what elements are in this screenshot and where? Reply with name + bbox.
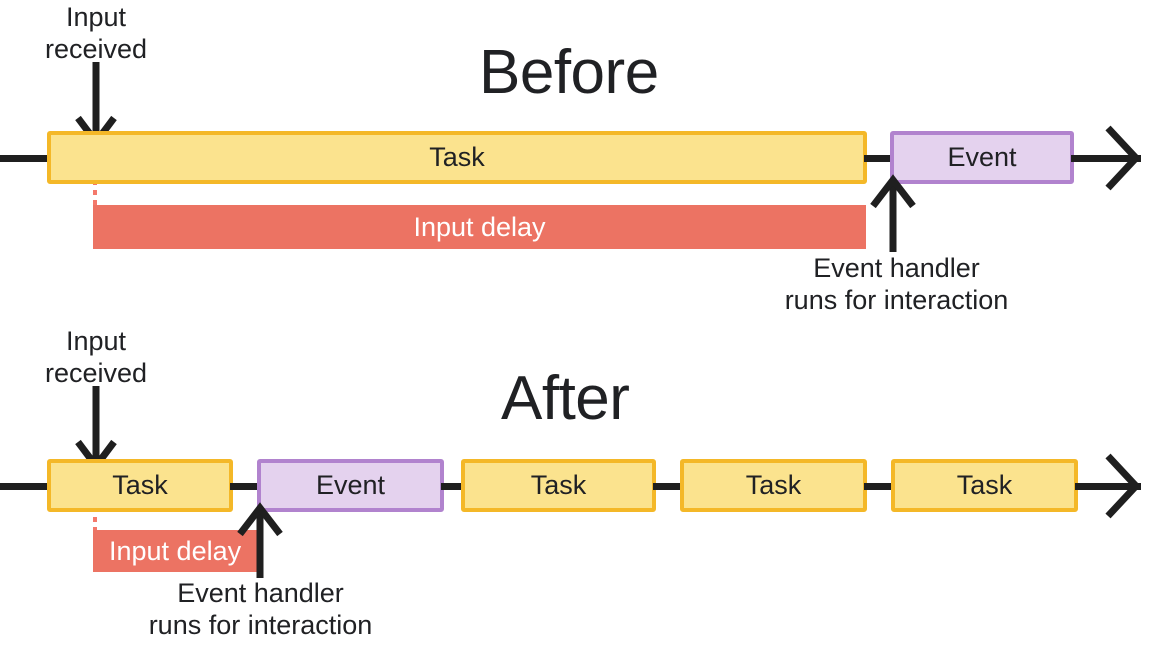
after-rail-4 xyxy=(864,483,894,490)
before-event-handler-arrow-icon xyxy=(870,174,916,252)
before-event-handler-label: Event handler runs for interaction xyxy=(784,253,1009,315)
after-timeline-arrow-icon xyxy=(1105,453,1141,519)
after-title: After xyxy=(501,364,630,433)
after-event-block[interactable]: Event xyxy=(257,459,444,512)
after-task-block-4[interactable]: Task xyxy=(891,459,1078,512)
before-event-label: Event xyxy=(947,142,1017,172)
after-event-handler-label: Event handler runs for interaction xyxy=(148,578,373,640)
after-task-label-1: Task xyxy=(112,470,168,500)
before-section: Input received Before Task Event Input xyxy=(0,0,1155,320)
before-timeline-arrow-icon xyxy=(1105,125,1141,191)
before-rail-right xyxy=(1071,155,1141,162)
before-input-guide xyxy=(93,184,97,206)
before-title: Before xyxy=(479,38,659,107)
before-event-block[interactable]: Event xyxy=(890,131,1074,184)
after-input-received-label: Input received xyxy=(44,326,148,388)
after-input-delay-bar[interactable]: Input delay xyxy=(93,530,257,572)
after-input-delay-label: Input delay xyxy=(109,535,242,566)
before-task-block[interactable]: Task xyxy=(47,131,867,184)
after-task-block-3[interactable]: Task xyxy=(680,459,867,512)
after-rail-2 xyxy=(441,483,465,490)
after-task-block-1[interactable]: Task xyxy=(47,459,233,512)
after-event-label: Event xyxy=(315,470,386,500)
after-input-guide xyxy=(93,512,97,532)
after-task-label-4: Task xyxy=(956,470,1013,500)
after-rail-1 xyxy=(230,483,260,490)
after-rail-right xyxy=(1075,483,1141,490)
after-task-label-2: Task xyxy=(530,470,587,500)
after-rail-3 xyxy=(653,483,683,490)
before-input-delay-bar[interactable]: Input delay xyxy=(93,205,866,249)
after-event-handler-arrow-icon xyxy=(237,502,283,578)
after-task-label-3: Task xyxy=(745,470,802,500)
before-task-label: Task xyxy=(429,142,485,172)
after-rail-left xyxy=(0,483,50,490)
before-input-received-label: Input received xyxy=(44,2,148,64)
before-rail-mid xyxy=(864,155,894,162)
before-input-delay-label: Input delay xyxy=(413,211,546,242)
after-section: Input received After Task Event Task Tas… xyxy=(0,326,1155,647)
before-rail-left xyxy=(0,155,50,162)
after-task-block-2[interactable]: Task xyxy=(461,459,656,512)
